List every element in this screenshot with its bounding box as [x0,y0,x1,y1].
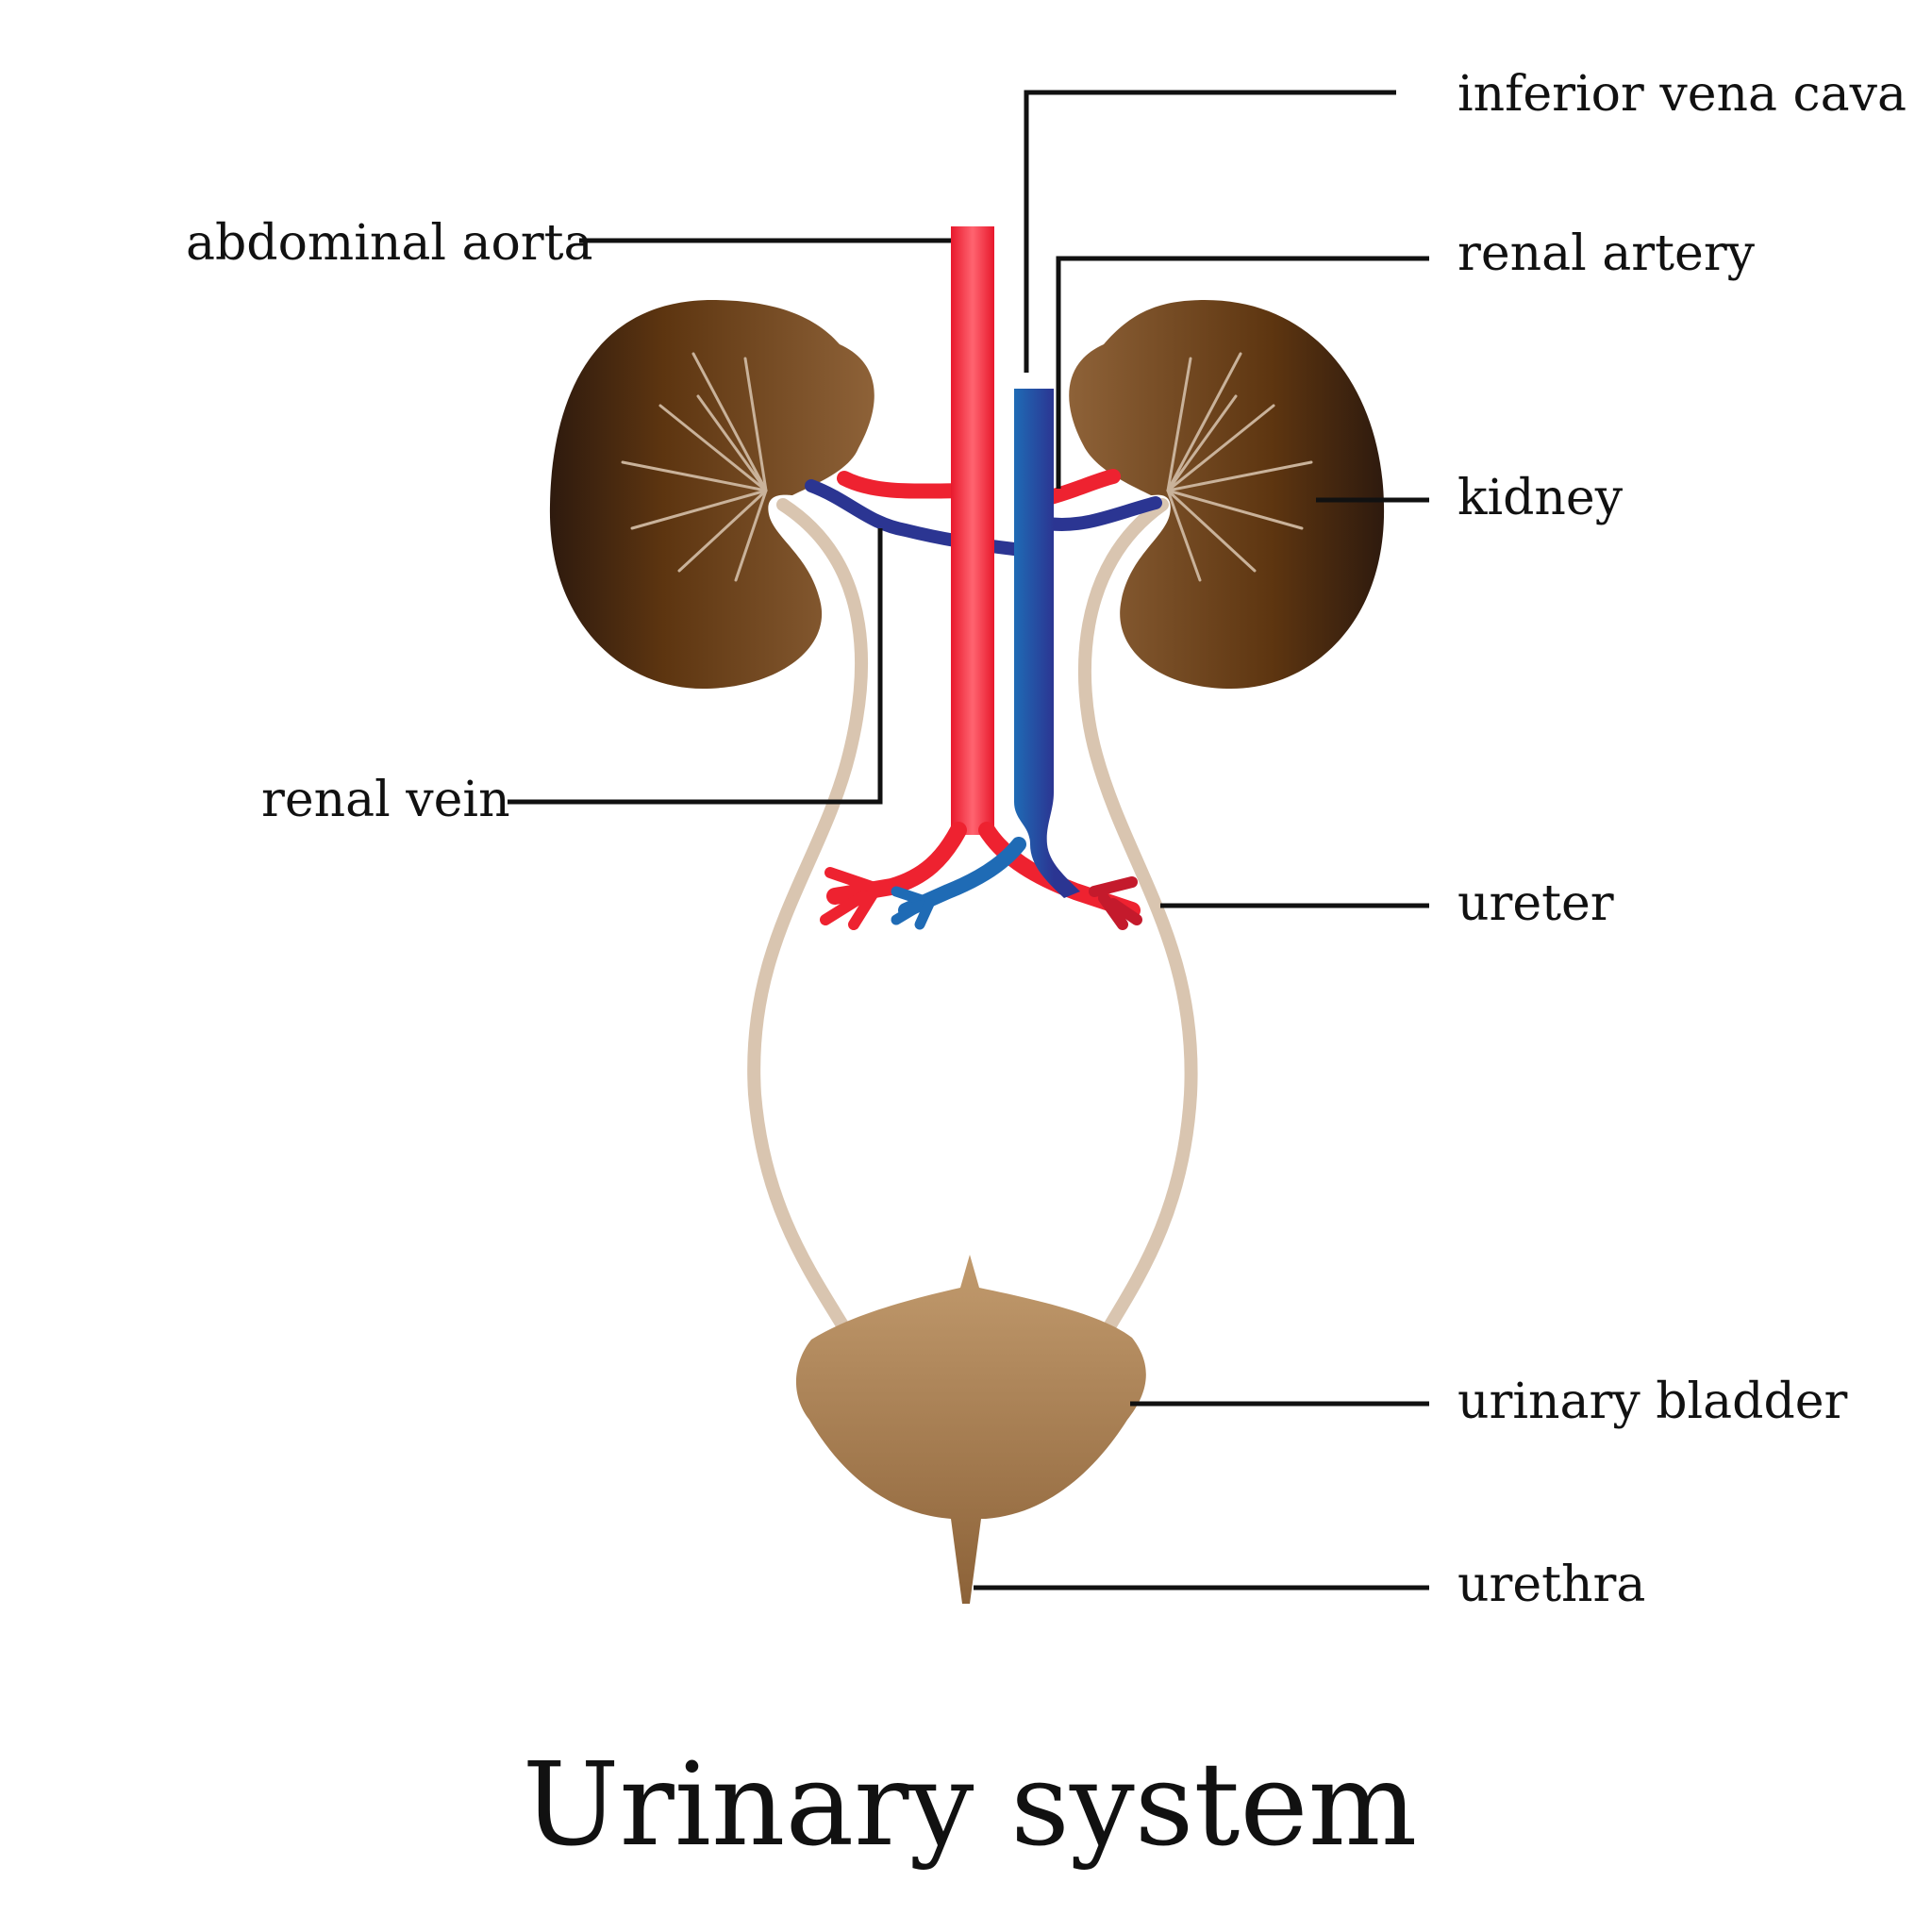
leader-lines [508,90,1429,1591]
label-renal-artery: renal artery [1457,225,1756,282]
left-kidney [549,300,874,689]
leader-inferior-vena-cava [1024,90,1396,373]
right-kidney [1069,300,1385,689]
ureters [747,498,1198,1335]
abdominal-aorta [820,226,1142,930]
right-kidney-calyces-icon [1166,352,1313,582]
leader-renal-artery [1056,256,1429,489]
label-ureter: ureter [1457,875,1614,932]
label-renal-vein: renal vein [261,772,510,828]
left-kidney-calyces-icon [621,352,768,582]
label-urinary-bladder: urinary bladder [1457,1374,1848,1430]
leader-renal-vein [508,528,883,805]
inferior-vena-cava [891,389,1080,930]
label-kidney: kidney [1457,470,1624,526]
labels: inferior vena cava abdominal aorta renal… [186,66,1907,1613]
diagram-title: Urinary system [523,1738,1418,1872]
urinary-bladder [795,1255,1146,1604]
left-ureter [747,498,868,1335]
right-ureter [1077,498,1198,1335]
label-inferior-vena-cava: inferior vena cava [1457,66,1907,123]
label-urethra: urethra [1457,1557,1645,1613]
label-abdominal-aorta: abdominal aorta [186,215,593,272]
